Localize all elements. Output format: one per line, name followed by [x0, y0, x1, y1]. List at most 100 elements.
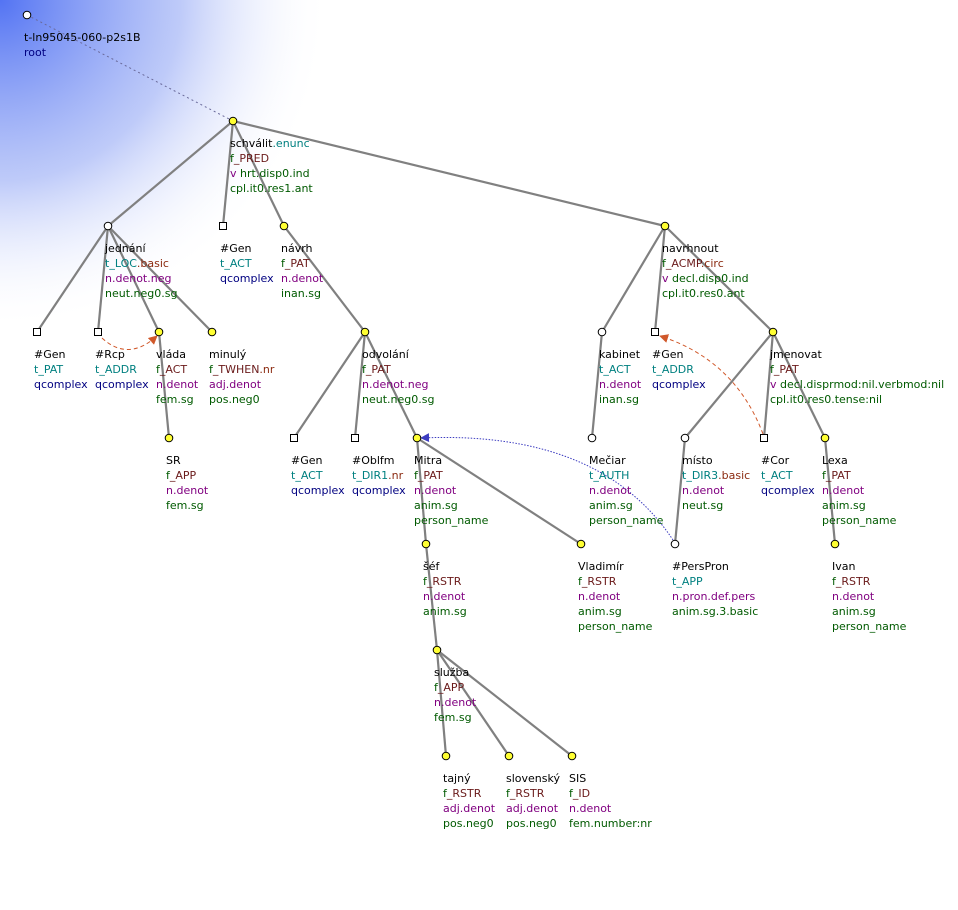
node-perspron[interactable] [670, 539, 680, 549]
label-line: v decl.disp0.ind [662, 271, 749, 286]
label-text: anim.sg [832, 605, 876, 618]
node-sr[interactable] [164, 433, 174, 443]
node-sef[interactable] [421, 539, 431, 549]
label-text: n.denot [156, 378, 199, 391]
label-text: f [423, 575, 427, 588]
node-tajny[interactable] [441, 751, 451, 761]
label-text: n.denot [434, 696, 477, 709]
node-gen_act1[interactable] [219, 222, 227, 230]
label-text: navrhnout [662, 242, 719, 255]
node-navrhnout[interactable] [660, 221, 670, 231]
node-gen_addr[interactable] [651, 328, 659, 336]
edge-schvalit-navrh [232, 120, 285, 227]
node-lexa[interactable] [820, 433, 830, 443]
label-text: jmenovat [770, 348, 822, 361]
label-line: adj.denot [506, 801, 560, 816]
label-text: neut.neg0.sg [105, 287, 178, 300]
label-text: f [443, 787, 447, 800]
label-text: n.denot.neg [105, 272, 172, 285]
label-text: _APP [169, 469, 197, 482]
label-text: anim.sg [578, 605, 622, 618]
label-text: vláda [156, 348, 187, 361]
label-text: t_ADDR [95, 363, 137, 376]
label-text: inan.sg [599, 393, 639, 406]
label-text: #Rcp [95, 348, 125, 361]
label-line: pos.neg0 [506, 816, 560, 831]
label-text: n.denot [589, 484, 632, 497]
label-text: person_name [578, 620, 653, 633]
node-odvolani[interactable] [360, 327, 370, 337]
label-text: t_ACT [291, 469, 323, 482]
label-line: tajný [443, 771, 495, 786]
label-text: fem.sg [434, 711, 472, 724]
node-navrh[interactable] [279, 221, 289, 231]
label-line: qcomplex [34, 377, 88, 392]
label-text: f [822, 469, 826, 482]
node-jednani[interactable] [103, 221, 113, 231]
edge-sluzba-tajny [435, 649, 448, 757]
node-ivan[interactable] [830, 539, 840, 549]
label-line: fem.number:nr [569, 816, 652, 831]
node-cor[interactable] [760, 434, 768, 442]
node-sluzba[interactable] [432, 645, 442, 655]
node-gen_pat[interactable] [33, 328, 41, 336]
label-line: t_ACT [220, 256, 274, 271]
label-text: f [578, 575, 582, 588]
label-text: SR [166, 454, 181, 467]
label-line: t_ACT [761, 468, 815, 483]
label-text: n.denot [578, 590, 621, 603]
node-vlada[interactable] [154, 327, 164, 337]
label-line: SR [166, 453, 208, 468]
label-text: qcomplex [652, 378, 706, 391]
label-line: anim.sg [423, 604, 467, 619]
label-text: f [230, 152, 234, 165]
label-text: neut.sg [682, 499, 724, 512]
label-text: fem.sg [166, 499, 204, 512]
node-schvalit[interactable] [228, 116, 238, 126]
label-text: návrh [281, 242, 313, 255]
label-text: cpl.it0.res0.tense:nil [770, 393, 883, 406]
node-root[interactable] [22, 10, 32, 20]
node-minuly[interactable] [207, 327, 217, 337]
label-text: místo [682, 454, 713, 467]
edge-schvalit-navrhnout [232, 119, 666, 228]
label-line: n.denot [156, 377, 198, 392]
label-line: n.denot [281, 271, 323, 286]
node-vladimir[interactable] [576, 539, 586, 549]
label-line: f_ACMP.circ [662, 256, 749, 271]
node-kabinet[interactable] [597, 327, 607, 337]
label-line: místo [682, 453, 750, 468]
label-line: Lexa [822, 453, 896, 468]
node-jmenovat[interactable] [768, 327, 778, 337]
edge-odvolani-mitra [364, 331, 418, 439]
label-line: t_LOC.basic [105, 256, 177, 271]
node-rcp[interactable] [94, 328, 102, 336]
label-text: t [105, 257, 110, 270]
label-text: decl.disp0.ind [668, 272, 749, 285]
label-text: pos.neg0 [506, 817, 557, 830]
label-line: vláda [156, 347, 198, 362]
label-text: f [209, 363, 213, 376]
label-text: n.denot [832, 590, 875, 603]
label-text: cpl.it0.res1.ant [230, 182, 313, 195]
label-text: .basic [718, 469, 751, 482]
tree-nodes [22, 10, 840, 761]
node-slovensky[interactable] [504, 751, 514, 761]
label-line: n.denot.neg [105, 271, 177, 286]
node-meciar[interactable] [587, 433, 597, 443]
label-text: #Gen [34, 348, 66, 361]
label-text: anim.sg.3.basic [672, 605, 759, 618]
node-gen_act2[interactable] [290, 434, 298, 442]
node-misto[interactable] [680, 433, 690, 443]
edge-misto-perspron [673, 437, 687, 545]
node-mitra[interactable] [412, 433, 422, 443]
label-text: _APP [437, 681, 465, 694]
label-line: t_PAT [34, 362, 88, 377]
edge-odvolani-oblfm [353, 331, 367, 439]
node-sis[interactable] [567, 751, 577, 761]
node-oblfm[interactable] [351, 434, 359, 442]
